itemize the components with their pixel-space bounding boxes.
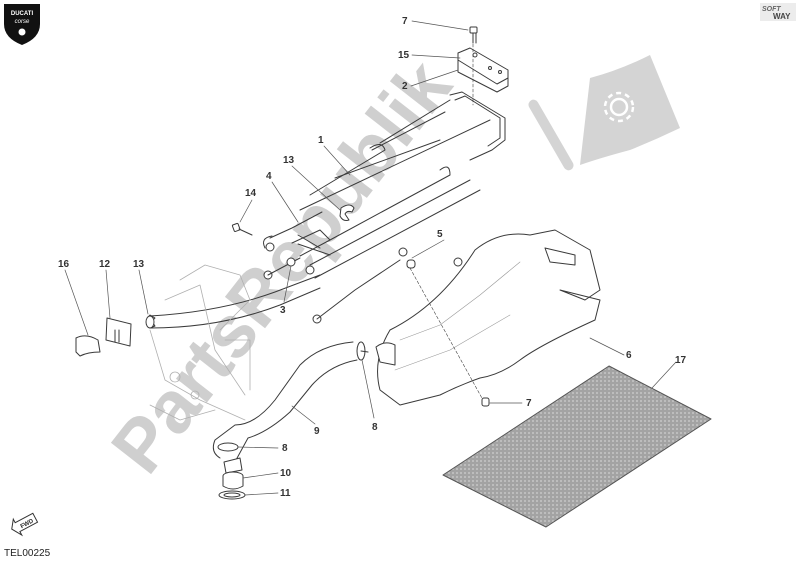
- clamp-8-upper: [356, 341, 369, 361]
- forward-direction-icon: FWD: [11, 512, 39, 537]
- ducati-corse-logo: DUCATI corse: [4, 4, 40, 45]
- pad-16: [75, 335, 101, 357]
- callout-c4[interactable]: 4: [266, 171, 272, 182]
- callout-c9[interactable]: 9: [314, 426, 320, 437]
- svg-text:DUCATI: DUCATI: [11, 11, 34, 17]
- callout-c11[interactable]: 11: [280, 488, 291, 499]
- callout-c14[interactable]: 14: [245, 188, 257, 199]
- clip-13-upper: [339, 204, 355, 221]
- fitting-10: [222, 457, 244, 490]
- callout-c7a[interactable]: 7: [402, 16, 408, 27]
- softway-logo: SOFT WAY: [760, 3, 796, 21]
- airbox-6: [375, 229, 601, 406]
- engine-frame-background: [149, 264, 251, 421]
- callout-c2[interactable]: 2: [402, 81, 408, 92]
- callout-c5[interactable]: 5: [437, 229, 443, 240]
- air-tube-upper: [145, 274, 321, 329]
- callout-c8a[interactable]: 8: [372, 422, 378, 433]
- bolt-top: [469, 26, 478, 44]
- pad-12: [105, 317, 132, 347]
- rear-subframe: [263, 91, 506, 324]
- grommet-5: [398, 247, 463, 269]
- watermark-flag-icon: [528, 55, 680, 171]
- callout-c15[interactable]: 15: [398, 50, 410, 61]
- insulation-sheet-17: [442, 365, 712, 528]
- drawing-code: TEL00225: [4, 548, 51, 559]
- gear-icon: [603, 91, 635, 123]
- svg-text:corse: corse: [15, 19, 30, 25]
- callout-c13b[interactable]: 13: [133, 259, 145, 270]
- bolt-7-lower: [481, 397, 490, 407]
- callout-c13a[interactable]: 13: [283, 155, 295, 166]
- bracket-plate: [457, 47, 509, 93]
- svg-text:WAY: WAY: [773, 12, 791, 21]
- callout-c12[interactable]: 12: [99, 259, 111, 270]
- callout-c1[interactable]: 1: [318, 135, 324, 146]
- callout-c16[interactable]: 16: [58, 259, 70, 270]
- callout-c10[interactable]: 10: [280, 468, 292, 479]
- leader-lines: [64, 20, 677, 496]
- callout-c17[interactable]: 17: [675, 355, 687, 366]
- callout-c3[interactable]: 3: [280, 305, 286, 316]
- callout-c6[interactable]: 6: [626, 350, 632, 361]
- washer-11: [218, 490, 246, 500]
- svg-text:SOFT: SOFT: [762, 6, 781, 13]
- intake-duct-9: [212, 341, 358, 461]
- bolt-14: [231, 222, 253, 236]
- callout-c8b[interactable]: 8: [282, 443, 288, 454]
- clamp-8-lower: [217, 442, 239, 452]
- callout-c7b[interactable]: 7: [526, 398, 532, 409]
